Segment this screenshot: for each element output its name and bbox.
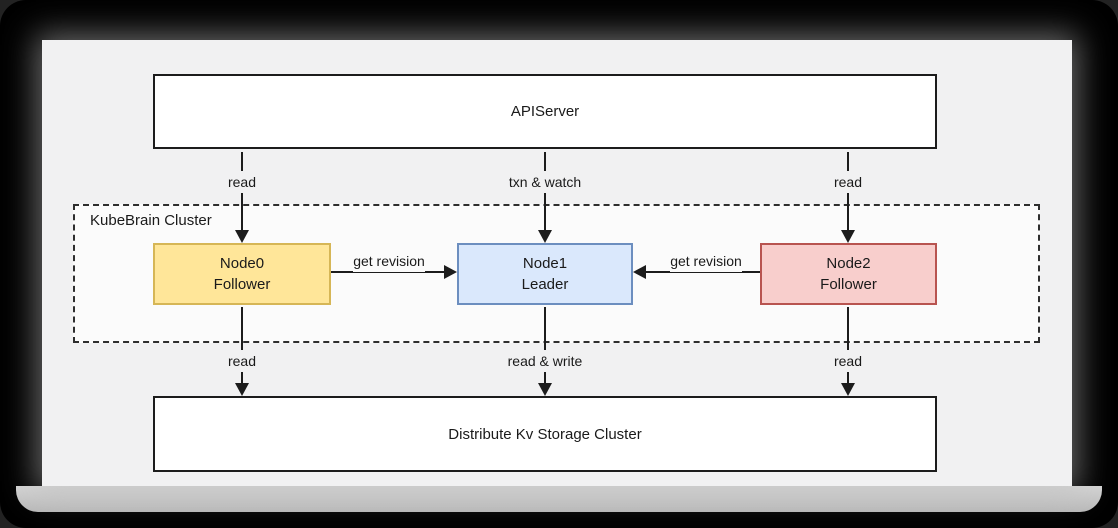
apiserver-label: APIServer: [510, 103, 580, 120]
node0-role: Follower: [213, 276, 271, 293]
storage-box: Distribute Kv Storage Cluster: [153, 396, 937, 472]
node1-box: Node1 Leader: [457, 243, 633, 305]
edge-label-node2-storage: read: [827, 350, 869, 372]
edge-node2-node1-line: [646, 271, 760, 273]
node0-name: Node0: [219, 255, 265, 272]
arrow-down-icon: [841, 383, 855, 396]
edge-label-api-node0: read: [221, 171, 263, 193]
arrow-right-icon: [444, 265, 457, 279]
edge-node1-storage-line: [544, 307, 546, 385]
arrow-down-icon: [538, 230, 552, 243]
edge-node2-storage-line: [847, 307, 849, 385]
bottom-shadow-band: [16, 486, 1102, 512]
arrow-down-icon: [235, 230, 249, 243]
node2-box: Node2 Follower: [760, 243, 937, 305]
arrow-down-icon: [538, 383, 552, 396]
edge-label-api-node1: txn & watch: [502, 171, 588, 193]
node1-name: Node1: [522, 255, 568, 272]
edge-label-node0-storage: read: [221, 350, 263, 372]
node2-role: Follower: [820, 276, 877, 293]
edge-node0-node1-line: [331, 271, 445, 273]
arrow-down-icon: [235, 383, 249, 396]
node2-name: Node2: [826, 255, 871, 272]
node0-box: Node0 Follower: [153, 243, 331, 305]
kubebrain-cluster-label: KubeBrain Cluster: [90, 212, 212, 229]
storage-label: Distribute Kv Storage Cluster: [448, 425, 642, 443]
edge-node0-storage-line: [241, 307, 243, 385]
arrow-down-icon: [841, 230, 855, 243]
node1-role: Leader: [521, 276, 569, 293]
edge-label-node0-node1: get revision: [353, 251, 425, 272]
arrow-left-icon: [633, 265, 646, 279]
edge-label-node2-node1: get revision: [670, 251, 742, 272]
edge-label-api-node2: read: [827, 171, 869, 193]
edge-label-node1-storage: read & write: [501, 350, 589, 372]
apiserver-box: APIServer: [153, 74, 937, 149]
